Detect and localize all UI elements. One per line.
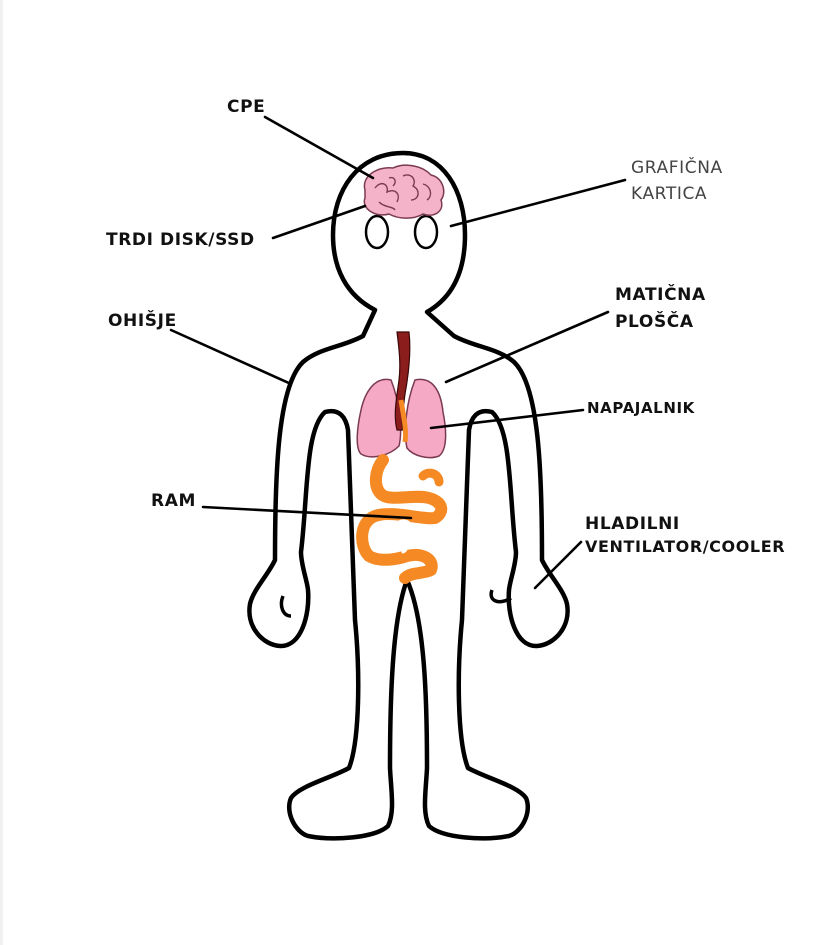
body-diagram: CPE TRDI DISK/SSD GRAFIČNA KARTICA OHIŠJ… bbox=[106, 97, 785, 841]
right-thumb bbox=[489, 589, 512, 604]
label-ohisje: OHIŠJE bbox=[108, 309, 177, 331]
label-maticna-1: MATIČNA bbox=[615, 283, 706, 305]
label-hladilni-2: VENTILATOR/COOLER bbox=[585, 537, 785, 556]
leader-ram bbox=[201, 505, 413, 520]
label-cpe: CPE bbox=[227, 97, 265, 117]
leader-hladilni bbox=[533, 540, 583, 590]
right-eye bbox=[413, 214, 439, 250]
leader-ohisje bbox=[169, 328, 293, 386]
leader-graficna bbox=[449, 178, 627, 228]
label-graficna-2: KARTICA bbox=[631, 184, 707, 204]
label-hladilni-1: HLADILNI bbox=[585, 514, 680, 534]
leader-trdi-disk bbox=[271, 204, 367, 240]
leader-maticna bbox=[444, 310, 610, 384]
leader-napajalnik bbox=[429, 408, 585, 430]
leader-cpe bbox=[263, 115, 375, 180]
esophagus-icon bbox=[398, 399, 408, 443]
left-thumb bbox=[279, 595, 292, 618]
label-trdi-disk: TRDI DISK/SSD bbox=[106, 230, 255, 250]
left-eye bbox=[364, 214, 390, 250]
label-napajalnik: NAPAJALNIK bbox=[587, 399, 696, 417]
label-graficna-1: GRAFIČNA bbox=[631, 156, 723, 178]
label-ram: RAM bbox=[151, 491, 196, 511]
brain-icon bbox=[363, 164, 445, 219]
label-maticna-2: PLOŠČA bbox=[615, 310, 694, 332]
